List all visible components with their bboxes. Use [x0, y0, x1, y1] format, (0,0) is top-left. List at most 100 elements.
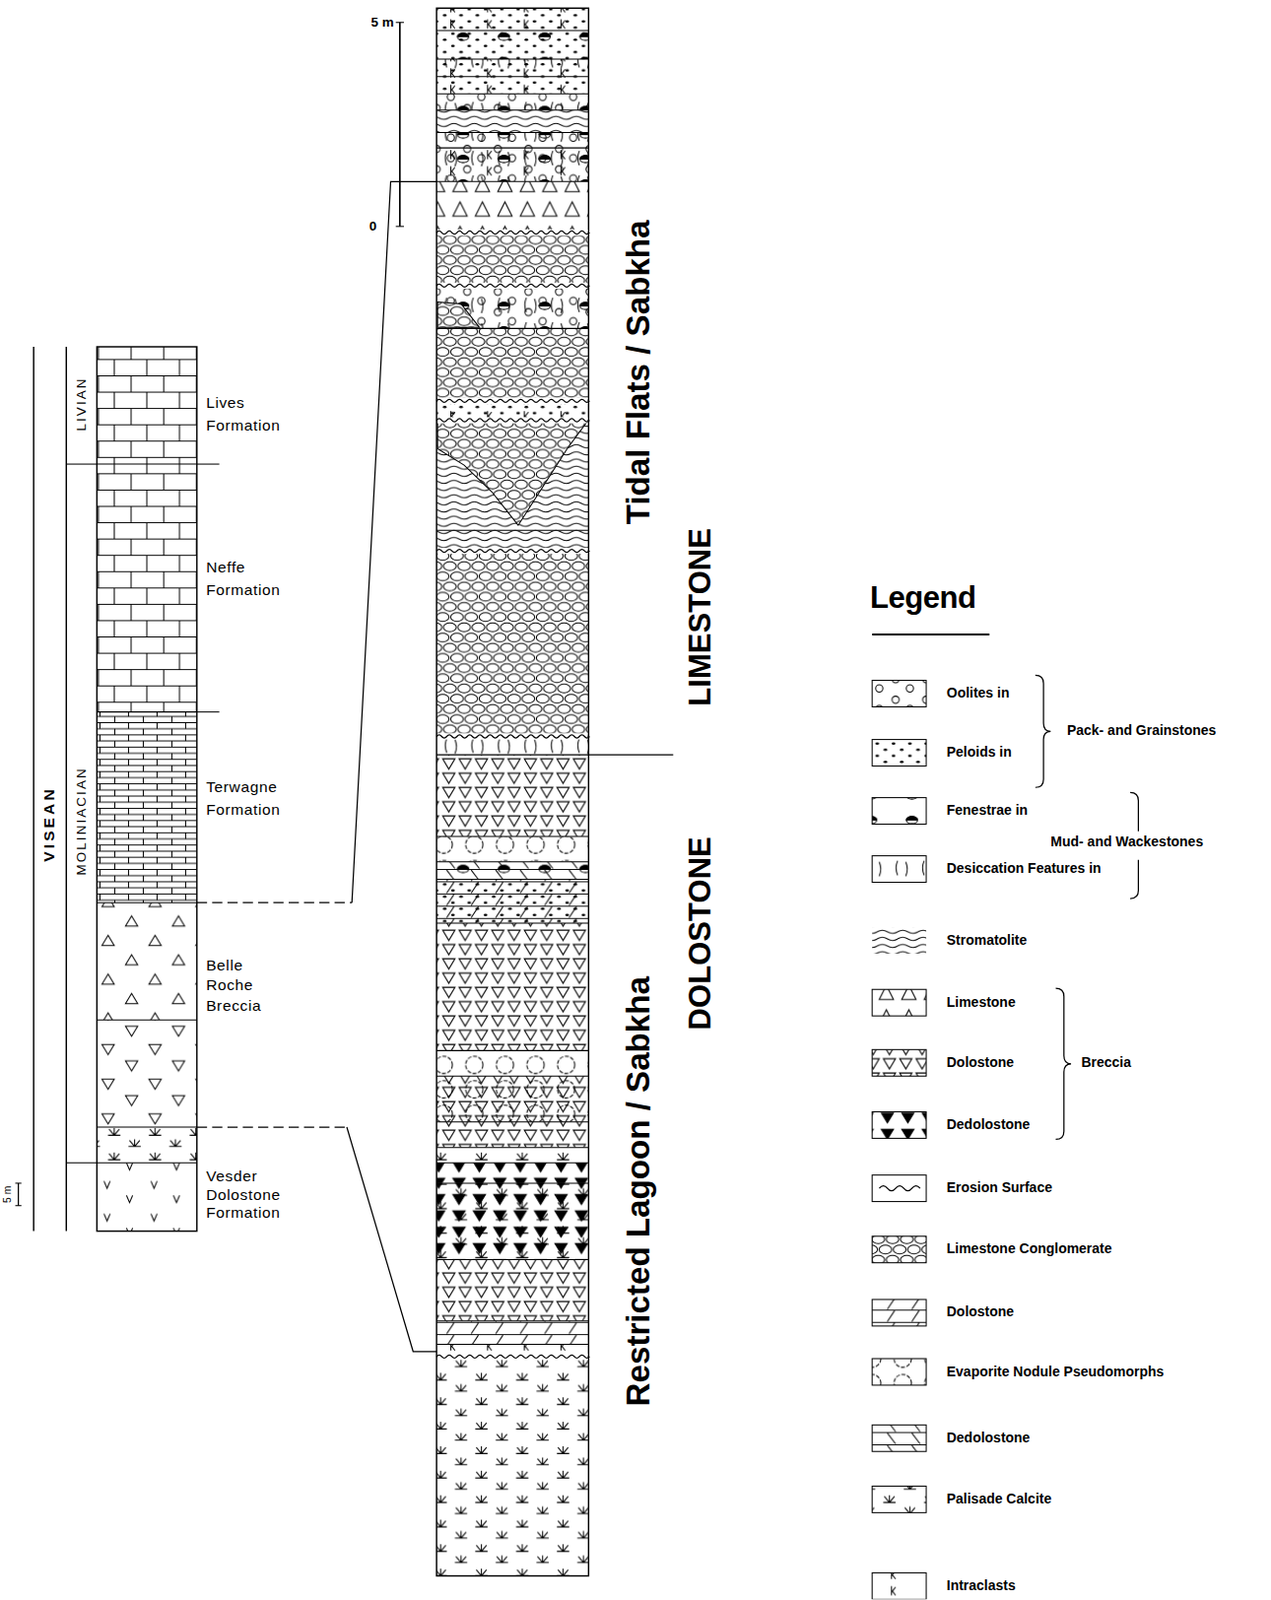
- swatch-ground: [871, 798, 927, 825]
- bed-pattern: [436, 147, 589, 182]
- legend-swatch: [871, 1299, 927, 1327]
- swatch-border: [871, 798, 927, 825]
- column-outline: [436, 7, 589, 1576]
- scale-bar: [15, 1204, 22, 1206]
- bed: [436, 30, 589, 60]
- legend-text: Oolites in: [946, 685, 1010, 703]
- legend-swatch: [871, 989, 927, 1016]
- stage-boundary: [66, 1162, 97, 1164]
- lithology-boundary: [588, 754, 673, 756]
- swatch-ground: [871, 927, 927, 954]
- legend-text: Dolostone: [946, 1054, 1014, 1071]
- swatch-border: [871, 1111, 927, 1138]
- bed: [436, 550, 589, 736]
- correlation-line: [197, 1126, 347, 1128]
- swatch-ground: [871, 1049, 927, 1076]
- bed-boundary: [436, 878, 589, 880]
- legend-swatch: [871, 1175, 927, 1203]
- bracket-label: Mud- and Wackestones: [1050, 834, 1204, 852]
- swatch-ground: [871, 1299, 927, 1327]
- legend-swatch: [871, 798, 927, 825]
- legend-underline: [871, 633, 990, 636]
- bed-pattern: [436, 232, 589, 286]
- legend-bracket: [1130, 792, 1138, 831]
- bed-pattern: [436, 1122, 589, 1148]
- bed-boundary: [436, 132, 589, 134]
- bed: [436, 147, 589, 182]
- column-outline: [96, 346, 197, 1232]
- bed-boundary: [436, 328, 589, 330]
- legend-swatch: [871, 1049, 927, 1076]
- swatch-wave: [878, 1186, 920, 1192]
- legend-text: Fenestrae in: [946, 802, 1028, 820]
- bed-pattern: [436, 30, 589, 60]
- bed-boundary: [436, 835, 589, 837]
- legend-swatch: [871, 1424, 927, 1452]
- bed: [96, 1127, 197, 1163]
- bed-boundary: [436, 75, 589, 77]
- facies-label: Tidal Flats / Sabkha: [618, 220, 659, 526]
- legend-bracket: [1056, 988, 1072, 1139]
- swatch-ground: [871, 680, 927, 708]
- bed-pattern: [96, 1127, 197, 1163]
- bed-boundary: [96, 1162, 197, 1164]
- bed: [96, 346, 197, 465]
- scale-label: 5 m: [370, 14, 394, 31]
- bed-boundary: [436, 861, 589, 863]
- bed: [96, 712, 197, 904]
- bed-pattern: [436, 59, 589, 77]
- bed-boundary: [436, 1146, 589, 1148]
- bed: [436, 1075, 589, 1123]
- bed-boundary: [436, 59, 589, 61]
- correlation-line: [346, 1127, 437, 1352]
- bed: [436, 1356, 589, 1577]
- legend-bracket: [1130, 860, 1138, 899]
- bed: [436, 1122, 589, 1148]
- conglomerate-channel: [437, 301, 479, 328]
- swatch-border: [871, 739, 927, 767]
- stage-bracket-line: [66, 346, 67, 1232]
- formation-name: Belle Roche Breccia: [205, 954, 269, 1016]
- swatch-pattern: [871, 739, 927, 767]
- bracket-label: Pack- and Grainstones: [1067, 723, 1216, 740]
- legend-text: Limestone Conglomerate: [946, 1241, 1113, 1259]
- bed-pattern: [436, 420, 589, 532]
- legend-text: Dedolostone: [946, 1117, 1031, 1135]
- legend-text: Intraclasts: [946, 1578, 1016, 1596]
- formation-name: Vesder Dolostone Formation: [205, 1166, 303, 1222]
- swatch-pattern: [871, 856, 927, 883]
- bed-boundary: [96, 1126, 197, 1128]
- bed-pattern: [436, 147, 589, 182]
- bed: [436, 1162, 589, 1184]
- legend-swatch: [871, 1485, 927, 1513]
- bed-boundary: [436, 1050, 589, 1052]
- formation-name: Neffe Formation: [205, 555, 303, 602]
- bed-pattern: [436, 328, 589, 402]
- correlation-line: [197, 902, 352, 904]
- legend-swatch: [871, 1358, 927, 1386]
- swatch-pattern: [871, 798, 927, 825]
- swatch-ground: [871, 1358, 927, 1386]
- scale-bar: [17, 1183, 19, 1206]
- conglomerate-channel: [437, 421, 588, 527]
- bed-pattern: [436, 1260, 589, 1322]
- bed-boundary: [96, 711, 197, 713]
- bed: [436, 232, 589, 286]
- swatch-ground: [871, 739, 927, 767]
- bed: [96, 1019, 197, 1128]
- legend-swatch: [871, 1111, 927, 1138]
- bed-pattern: [436, 1183, 589, 1261]
- bed-pattern: [436, 133, 589, 149]
- bed-pattern: [436, 836, 589, 863]
- formation-name: Lives Formation: [205, 392, 303, 438]
- bed-boundary: [436, 181, 589, 183]
- swatch-pattern: [871, 927, 927, 954]
- scale-bar: [15, 1182, 22, 1184]
- bracket-label: Breccia: [1080, 1054, 1132, 1071]
- bed: [436, 923, 589, 1051]
- bed-pattern: [436, 862, 589, 880]
- bed-pattern: [436, 754, 589, 837]
- bed-boundary: [96, 1019, 197, 1021]
- swatch-border: [871, 1572, 927, 1600]
- bed-pattern: [436, 7, 589, 31]
